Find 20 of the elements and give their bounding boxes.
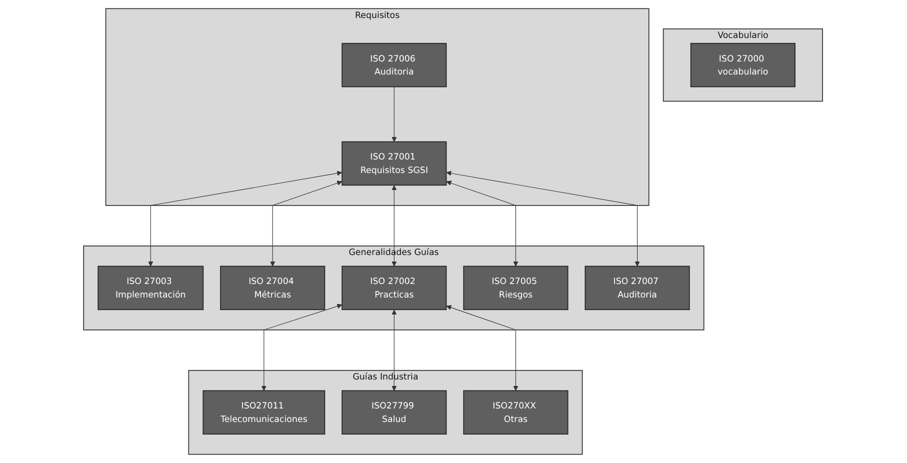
node-box: ISO270XX Otras	[464, 390, 569, 435]
arrow	[446, 305, 519, 391]
node-box: ISO27799 Salud	[342, 390, 448, 435]
arrow	[270, 180, 342, 266]
arrow	[392, 310, 398, 391]
node-box: ISO 27006 Auditoria	[342, 42, 448, 88]
node-box: ISO 27004 Métricas	[220, 266, 326, 310]
node-box: ISO 27001 Requisitos SGSI	[342, 141, 448, 186]
node-box: ISO 27000 vocabulario	[690, 42, 796, 88]
node-box: ISO 27003 Implementación	[98, 266, 204, 310]
arrow	[148, 170, 342, 266]
node-box: ISO 27005 Riesgos	[464, 266, 569, 310]
node-box: ISO 27007 Auditoria	[585, 266, 690, 310]
node-box: ISO27011 Telecomunicaciones	[203, 390, 326, 435]
arrow	[262, 304, 342, 391]
arrow	[446, 170, 640, 266]
arrow	[392, 185, 398, 266]
arrow	[392, 86, 398, 142]
arrow	[446, 180, 519, 266]
node-box: ISO 27002 Practicas	[342, 266, 448, 310]
